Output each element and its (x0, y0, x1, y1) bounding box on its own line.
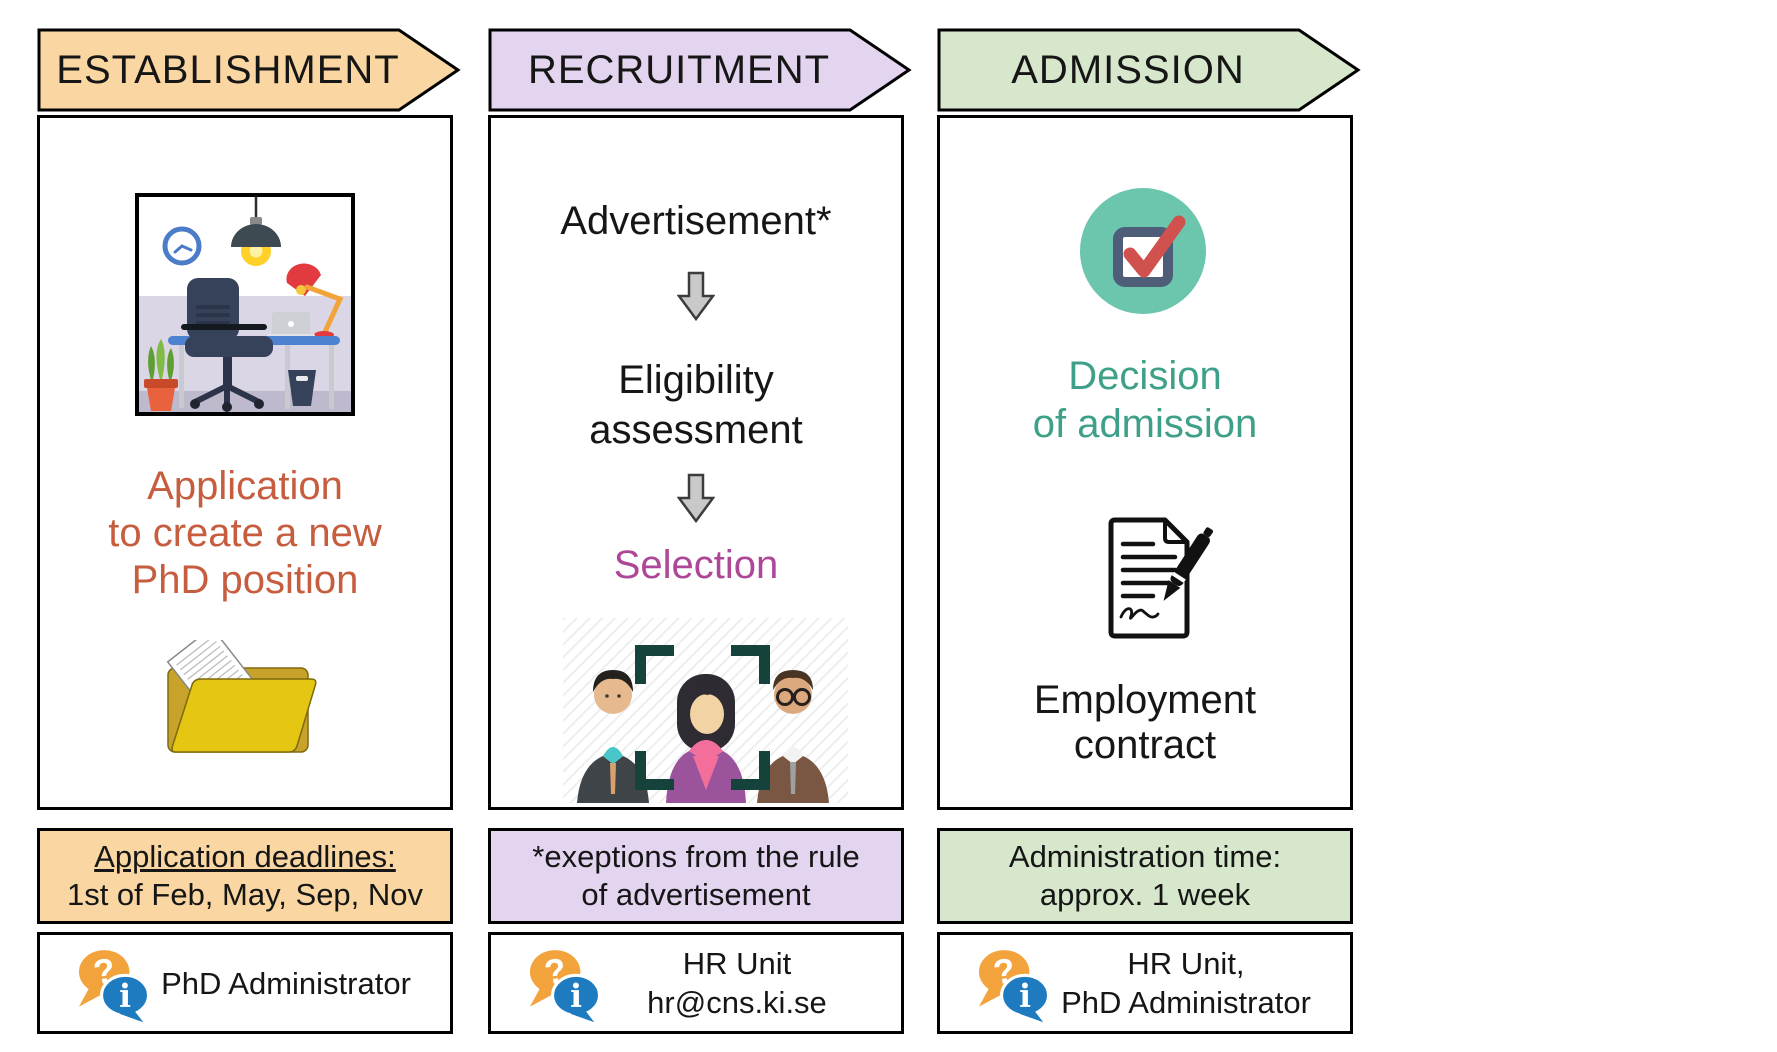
contact-line-2: PhD Administrator (1061, 985, 1311, 1020)
column-recruitment: RECRUITMENT Advertisement* Eligibility a… (488, 28, 912, 1038)
establishment-header-label: ESTABLISHMENT (56, 47, 400, 92)
down-arrow-icon (677, 473, 715, 523)
contact-line-1: PhD Administrator (161, 965, 411, 1001)
down-arrow-icon (677, 271, 715, 321)
exception-note-line-1: *exeptions from the rule (532, 839, 860, 874)
svg-text:i: i (1019, 979, 1031, 1015)
eligibility-line-1: Eligibility (618, 358, 774, 402)
admission-note-box: Administration time: approx. 1 week (937, 828, 1353, 924)
folder-icon (166, 640, 317, 753)
recruitment-header-banner: RECRUITMENT (488, 28, 912, 112)
application-line-3: PhD position (131, 558, 359, 602)
admin-time-line-1: Administration time: (1008, 839, 1282, 874)
establishment-contact-box: ? i PhD Administrator (37, 932, 453, 1034)
recruitment-contact-box: ? i HR Unit hr@cns.ki.se (488, 932, 904, 1034)
decision-text: Decision of admission (940, 352, 1350, 448)
application-line-2: to create a new (108, 511, 382, 555)
checked-checkbox-icon (1080, 188, 1206, 314)
question-info-chat-icon: ? i (978, 950, 1051, 1023)
establishment-header-banner: ESTABLISHMENT (37, 28, 461, 112)
column-admission: ADMISSION Decision of admission (937, 28, 1361, 1038)
arrow-banner-shape (488, 28, 912, 112)
establishment-note-box: Application deadlines: 1st of Feb, May, … (37, 828, 453, 924)
column-establishment: ESTABLISHMENT (37, 28, 461, 1038)
employment-line-1: Employment (1033, 678, 1257, 722)
eligibility-step: Eligibility assessment (491, 355, 901, 455)
contact-line-1: HR Unit, (1127, 946, 1245, 981)
decision-line-2: of admission (1032, 402, 1258, 446)
svg-text:i: i (119, 979, 131, 1015)
svg-text:i: i (570, 979, 582, 1015)
candidate-selection-photo (563, 618, 848, 803)
employment-text: Employment contract (940, 678, 1350, 768)
recruitment-contact-text: HR Unit hr@cns.ki.se (581, 935, 893, 1031)
deadlines-title: Application deadlines: (94, 839, 396, 874)
admission-contact-box: ? i HR Unit, PhD Administrator (937, 932, 1353, 1034)
admission-main-box: Decision of admission (937, 115, 1353, 810)
application-line-1: Application (147, 464, 343, 508)
application-text: Application to create a new PhD position (40, 463, 450, 604)
arrow-banner-shape (37, 28, 461, 112)
contact-line-1: HR Unit (682, 946, 792, 981)
decision-line-1: Decision (1068, 354, 1222, 398)
establishment-main-box: Application to create a new PhD position (37, 115, 453, 810)
establishment-contact-text: PhD Administrator (130, 935, 442, 1031)
office-desk-illustration-icon (135, 193, 355, 416)
question-info-chat-icon: ? i (78, 950, 151, 1023)
advertisement-step: Advertisement* (560, 199, 832, 243)
selection-step: Selection (613, 543, 779, 587)
exception-note-line-2: of advertisement (581, 877, 811, 912)
admission-contact-text: HR Unit, PhD Administrator (1030, 935, 1342, 1031)
employment-line-2: contract (1073, 723, 1217, 767)
eligibility-line-2: assessment (589, 408, 803, 452)
admission-header-label: ADMISSION (1011, 47, 1245, 92)
recruitment-header-label: RECRUITMENT (527, 47, 831, 92)
contract-icon (1108, 517, 1213, 639)
arrow-banner-shape (937, 28, 1361, 112)
recruitment-main-box: Advertisement* Eligibility assessment Se… (488, 115, 904, 810)
admission-header-banner: ADMISSION (937, 28, 1361, 112)
deadlines-dates: 1st of Feb, May, Sep, Nov (66, 877, 424, 912)
contact-line-2: hr@cns.ki.se (647, 985, 827, 1020)
recruitment-note-box: *exeptions from the rule of advertisemen… (488, 828, 904, 924)
question-info-chat-icon: ? i (529, 950, 602, 1023)
admin-time-line-2: approx. 1 week (1039, 877, 1251, 912)
